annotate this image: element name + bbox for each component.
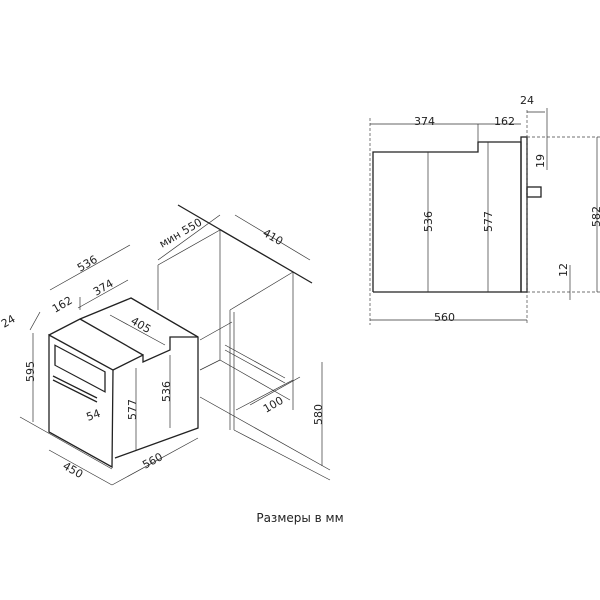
side-dim-24: 24 (520, 94, 534, 107)
iso-dim-580: 580 (312, 404, 325, 425)
side-dim-19: 19 (534, 154, 547, 168)
iso-dim-536-top: 536 (75, 253, 100, 275)
iso-dim-595: 595 (24, 361, 37, 382)
iso-dim-577: 577 (126, 399, 139, 420)
iso-dim-374: 374 (91, 277, 116, 299)
side-dim-162: 162 (494, 115, 515, 128)
iso-dim-24: 24 (0, 312, 18, 330)
iso-dim-162: 162 (50, 294, 75, 316)
iso-dim-536-side: 536 (160, 381, 173, 402)
side-dim-374: 374 (414, 115, 435, 128)
side-dim-536: 536 (422, 211, 435, 232)
caption: Размеры в мм (256, 511, 344, 525)
iso-dim-560: 560 (140, 450, 165, 471)
iso-dim-min550: мин 550 (157, 216, 204, 251)
side-dim-577: 577 (482, 211, 495, 232)
iso-dim-54: 54 (85, 407, 103, 424)
side-dim-12: 12 (557, 263, 570, 277)
side-view-oven (369, 108, 600, 325)
side-dim-582: 582 (590, 206, 600, 227)
iso-cabinet (157, 204, 331, 481)
side-view-labels: 374 162 24 19 536 577 582 12 560 (414, 94, 600, 324)
iso-dimension-lines (19, 214, 323, 486)
side-dim-560: 560 (434, 311, 455, 324)
iso-dim-450: 450 (61, 459, 86, 481)
iso-dim-410: 410 (261, 226, 286, 248)
iso-oven (48, 297, 199, 469)
iso-dim-405: 405 (129, 314, 154, 336)
